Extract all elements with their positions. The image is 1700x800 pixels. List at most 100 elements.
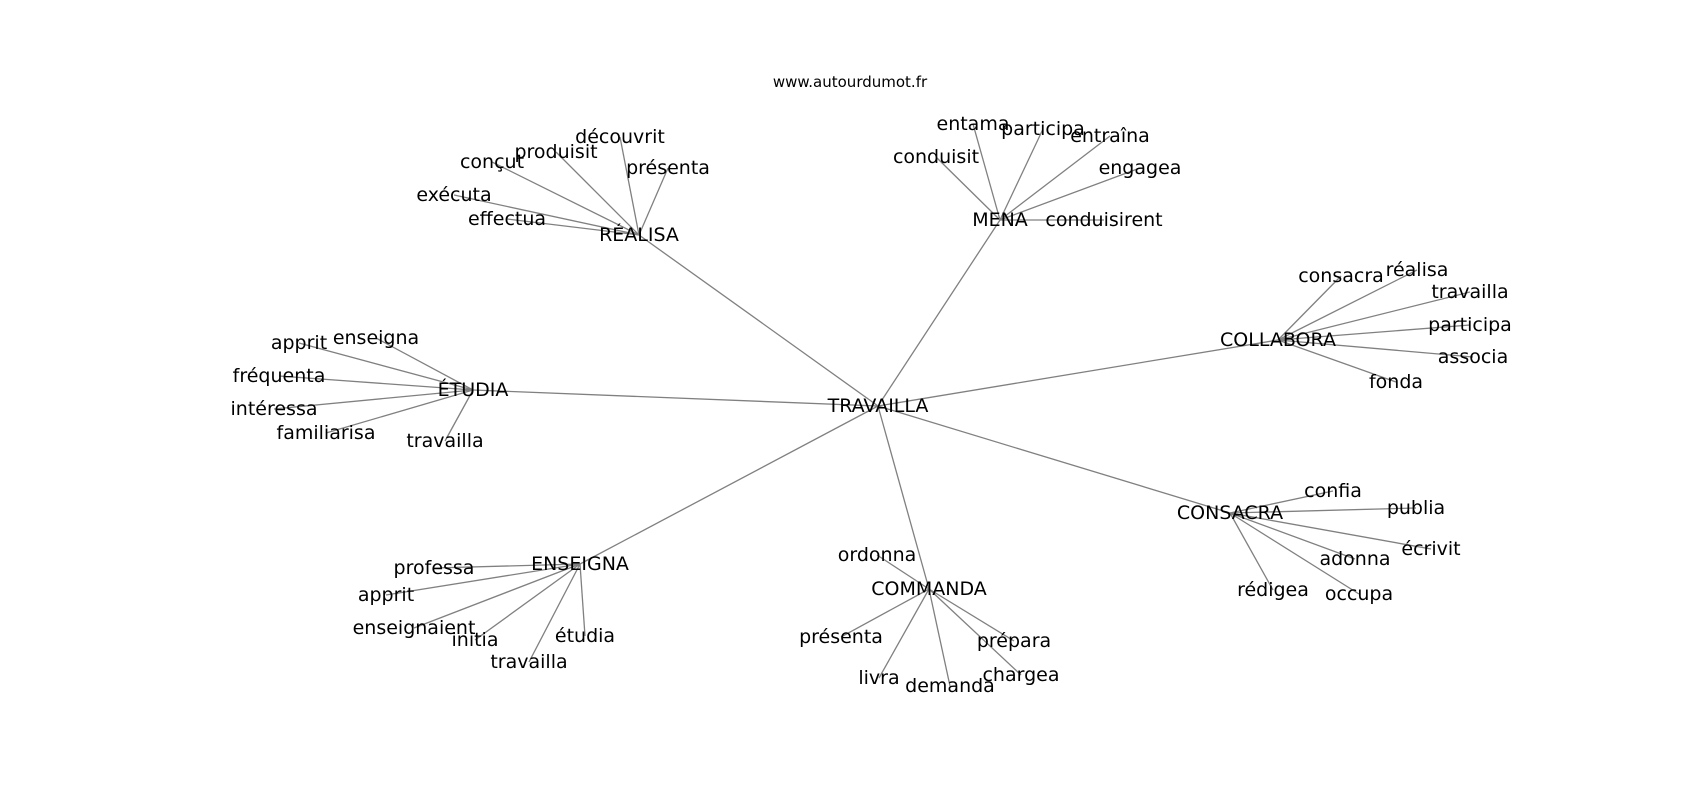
hub-node: CONSACRA [1177,502,1283,524]
leaf-node: familiarisa [277,422,376,444]
leaf-node: confia [1304,480,1362,502]
edge-hub-to-leaf [474,563,581,641]
edge-hub-to-leaf [506,218,640,236]
edge-hub-to-leaf [972,123,1001,221]
edge-hub-to-leaf [555,151,640,236]
leaf-node: produisit [514,141,597,163]
edge-hub-to-leaf [999,135,1111,221]
leaf-node: professa [394,557,475,579]
edge-hub-to-leaf [491,161,640,236]
edge-hub-to-leaf [1277,339,1397,383]
leaf-node: associa [1438,346,1508,368]
edge-center-to-hub [579,405,879,565]
edge-hub-to-leaf [273,389,474,410]
leaf-node: rédigea [1237,579,1309,601]
leaf-node: chargea [982,664,1059,686]
leaf-node: entraîna [1070,125,1150,147]
edge-hub-to-leaf [840,588,930,638]
leaf-node: adonna [1319,548,1390,570]
edge-hub-to-leaf [619,136,640,236]
edge-hub-to-leaf [1229,512,1360,595]
edge-hub-to-leaf [878,588,930,679]
edge-hub-to-leaf [1277,324,1471,341]
source-url: www.autourdumot.fr [773,73,928,91]
graph-labels: TRAVAILLA RÉALISA découvritproduisitconçut… [231,113,1512,697]
leaf-node: travailla [490,651,567,673]
edge-hub-to-leaf [928,588,1022,676]
leaf-node: travailla [1431,281,1508,303]
leaf-node: prépara [977,630,1051,652]
leaf-node: apprit [271,332,327,354]
edge-hub-to-leaf [1229,512,1274,591]
leaf-node: travailla [406,430,483,452]
edge-hub-to-leaf [935,156,1001,221]
edge-hub-to-leaf [638,167,669,236]
leaf-node: ordonna [838,544,917,566]
edge-center-to-hub [877,219,1001,407]
leaf-node: conduisirent [1045,209,1162,231]
edge-hub-to-leaf [1277,269,1418,341]
leaf-node: apprit [358,584,414,606]
leaf-node: étudia [555,625,615,647]
edge-hub-to-leaf [928,588,1015,642]
edge-hub-to-leaf [1277,339,1474,358]
hub-node: COLLABORA [1220,329,1336,351]
leaf-node: conduisit [893,146,979,168]
hub-node: MENA [972,209,1028,231]
edge-hub-to-leaf [999,128,1044,221]
edge-hub-to-leaf [1229,507,1417,514]
leaf-node: consacra [1298,265,1384,287]
leaf-node: initia [452,629,499,651]
leaf-node: enseignaient [353,617,476,639]
edge-hub-to-leaf [1229,490,1334,514]
leaf-node: effectua [468,208,546,230]
edge-hub-to-leaf [579,563,586,637]
hub-node: ÉTUDIA [438,378,509,401]
edge-hub-to-leaf [928,588,951,687]
edge-hub-to-leaf [1229,512,1356,560]
edge-hub-to-leaf [1277,275,1342,341]
edge-hub-to-leaf [453,194,640,236]
leaf-node: demanda [905,675,995,697]
hub-node: COMMANDA [871,578,987,600]
leaf-node: présenta [626,157,710,179]
edge-hub-to-leaf [999,167,1141,221]
leaf-node: intéressa [231,398,318,420]
hub-node: ENSEIGNA [531,553,629,575]
edge-hub-to-leaf [413,563,581,629]
leaf-node: présenta [799,626,883,648]
leaf-node: publia [1387,497,1445,519]
edge-hub-to-leaf [385,563,581,596]
leaf-node: participa [1428,314,1512,336]
leaf-node: participa [1001,118,1085,140]
leaf-node: réalisa [1386,259,1449,281]
leaf-node: occupa [1325,583,1393,605]
edge-hub-to-leaf [375,337,474,391]
leaf-node: entama [937,113,1010,135]
leaf-node: conçut [460,151,524,173]
edge-hub-to-leaf [298,342,474,391]
leaf-node: découvrit [575,126,665,148]
leaf-node: exécuta [416,184,491,206]
graph-edges [273,123,1474,687]
hub-node: RÉALISA [599,223,679,246]
leaf-node: fonda [1369,371,1423,393]
edge-hub-to-leaf [278,375,474,391]
leaf-node: écrivit [1401,538,1460,560]
edge-hub-to-leaf [325,389,474,434]
edge-center-to-hub [877,405,1231,514]
edge-center-to-hub [877,339,1279,407]
edge-hub-to-leaf [1229,512,1432,550]
edge-center-to-hub [638,234,879,407]
edge-center-to-hub [877,405,930,590]
leaf-node: engagea [1099,157,1182,179]
center-node: TRAVAILLA [827,395,929,417]
edge-hub-to-leaf [433,563,581,569]
edge-center-to-hub [472,389,879,407]
edge-hub-to-leaf [444,389,474,442]
edge-hub-to-leaf [1277,291,1471,341]
edge-hub-to-leaf [876,554,930,590]
edge-hub-to-leaf [528,563,581,663]
leaf-node: fréquenta [233,365,326,387]
